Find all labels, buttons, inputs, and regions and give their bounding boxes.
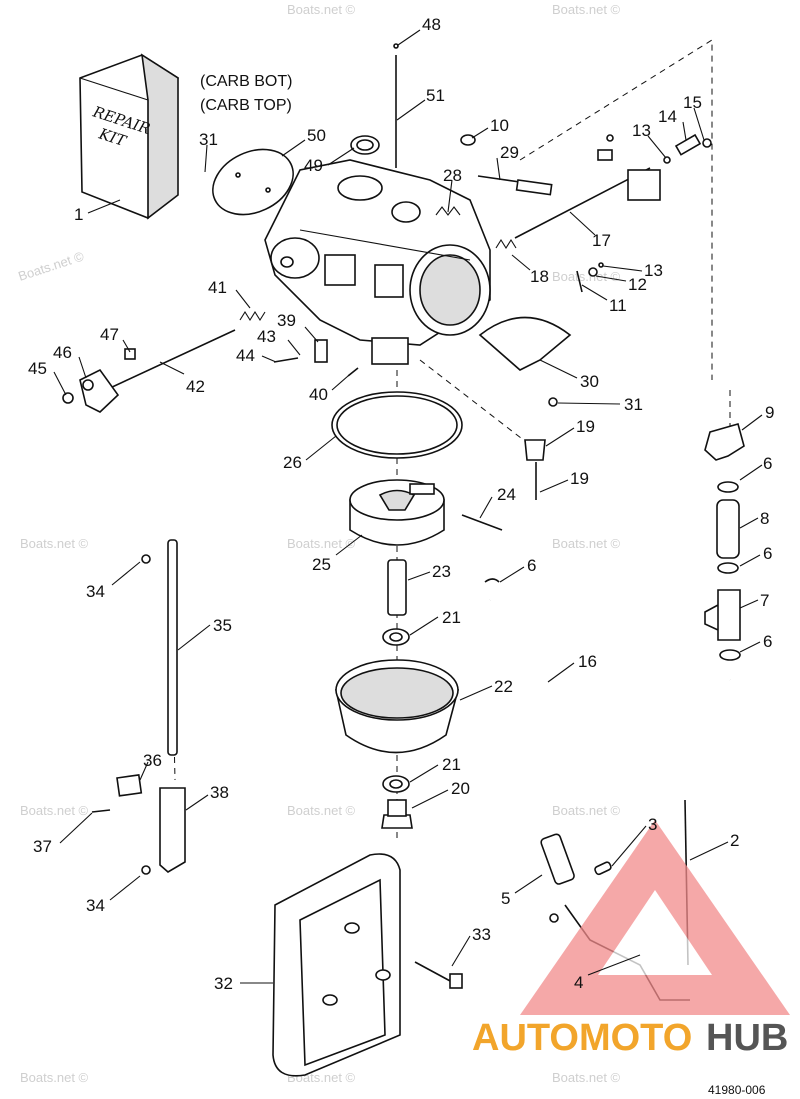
watermark: Boats.net ©	[20, 1070, 89, 1085]
callout-30: 30	[580, 372, 599, 391]
watermark: Boats.net ©	[552, 803, 621, 818]
tee-fitting-7	[704, 589, 741, 641]
watermark: Boats.net ©	[16, 248, 86, 283]
callout-38: 38	[210, 783, 229, 802]
callout-31b: 31	[624, 395, 643, 414]
gasket-50	[212, 148, 294, 216]
callout-22: 22	[494, 677, 513, 696]
callout-12: 12	[628, 275, 647, 294]
watermark: Boats.net ©	[552, 2, 621, 17]
callout-34: 34	[86, 582, 105, 601]
watermark: Boats.net ©	[287, 536, 356, 551]
callout-31: 31	[199, 130, 218, 149]
callout-6d: 6	[763, 632, 772, 651]
cover-32	[272, 853, 401, 1077]
callout-42: 42	[186, 377, 205, 396]
callout-9: 9	[765, 403, 774, 422]
callout-44: 44	[236, 346, 255, 365]
callout-13b: 13	[644, 261, 663, 280]
callout-14: 14	[658, 107, 677, 126]
watermark: Boats.net ©	[20, 536, 89, 551]
callout-15: 15	[683, 93, 702, 112]
callout-23: 23	[432, 562, 451, 581]
callout-21: 21	[442, 608, 461, 627]
callout-19b: 19	[570, 469, 589, 488]
callout-37: 37	[33, 837, 52, 856]
callout-50: 50	[307, 126, 326, 145]
brand-logo-mark	[520, 820, 790, 1015]
bracket-38	[159, 787, 186, 873]
carb-top-note: (CARB TOP)	[200, 97, 292, 114]
callout-6c: 6	[527, 556, 536, 575]
callout-41: 41	[208, 278, 227, 297]
callout-36: 36	[143, 751, 162, 770]
callout-5: 5	[501, 889, 510, 908]
carburetor-body	[264, 159, 491, 365]
callout-6: 6	[763, 454, 772, 473]
callout-34b: 34	[86, 896, 105, 915]
callout-13: 13	[632, 121, 651, 140]
callout-21b: 21	[442, 755, 461, 774]
callout-19: 19	[576, 417, 595, 436]
callout-29: 29	[500, 143, 519, 162]
callout-43: 43	[257, 327, 276, 346]
throttle-plate-30	[478, 316, 572, 371]
callout-1: 1	[74, 205, 83, 224]
callout-28: 28	[443, 166, 462, 185]
callout-6b: 6	[763, 544, 772, 563]
callout-26: 26	[283, 453, 302, 472]
fitting-9	[704, 423, 745, 461]
linkage-42	[62, 329, 236, 413]
callout-47: 47	[100, 325, 119, 344]
watermark: Boats.net ©	[287, 803, 356, 818]
callout-39: 39	[277, 311, 296, 330]
brand-logo-text-part2: HUB	[706, 1017, 788, 1059]
callout-7: 7	[760, 591, 769, 610]
repair-kit-box: REPAIR KIT	[79, 53, 179, 220]
callout-24: 24	[497, 485, 516, 504]
figure-number: 41980-006	[708, 1083, 766, 1097]
callout-11: 11	[609, 296, 627, 315]
brand-logo-text-part1: AUTOMOTO	[472, 1017, 692, 1059]
callout-18: 18	[530, 267, 549, 286]
callout-16: 16	[578, 652, 597, 671]
leader-lines	[53, 29, 763, 984]
watermark: Boats.net ©	[552, 1070, 621, 1085]
callout-17: 17	[592, 231, 611, 250]
callout-46: 46	[53, 343, 72, 362]
rod-35	[167, 539, 178, 756]
callout-8: 8	[760, 509, 769, 528]
float-25	[349, 479, 445, 546]
float-bowl-22	[335, 659, 460, 754]
callout-10: 10	[490, 116, 509, 135]
callout-40: 40	[309, 385, 328, 404]
callout-48: 48	[422, 15, 441, 34]
watermark: Boats.net ©	[20, 803, 89, 818]
callout-25: 25	[312, 555, 331, 574]
callout-4: 4	[574, 973, 583, 992]
watermark: Boats.net ©	[552, 536, 621, 551]
callout-2: 2	[730, 831, 739, 850]
callout-20: 20	[451, 779, 470, 798]
callout-45: 45	[28, 359, 47, 378]
throttle-shaft-17	[514, 133, 712, 239]
callout-49: 49	[304, 156, 323, 175]
callout-labels: 48 51 10 29 13 14 15 31 50 49 28 17 18 1…	[28, 15, 774, 993]
watermark: Boats.net ©	[552, 269, 621, 284]
callout-35: 35	[213, 616, 232, 635]
callout-3: 3	[648, 815, 657, 834]
watermark: Boats.net ©	[287, 2, 356, 17]
callout-32: 32	[214, 974, 233, 993]
callout-51: 51	[426, 86, 445, 105]
plug-20	[381, 814, 413, 829]
jet-23	[387, 559, 407, 616]
callout-33: 33	[472, 925, 491, 944]
carb-bot-note: (CARB BOT)	[200, 73, 292, 90]
